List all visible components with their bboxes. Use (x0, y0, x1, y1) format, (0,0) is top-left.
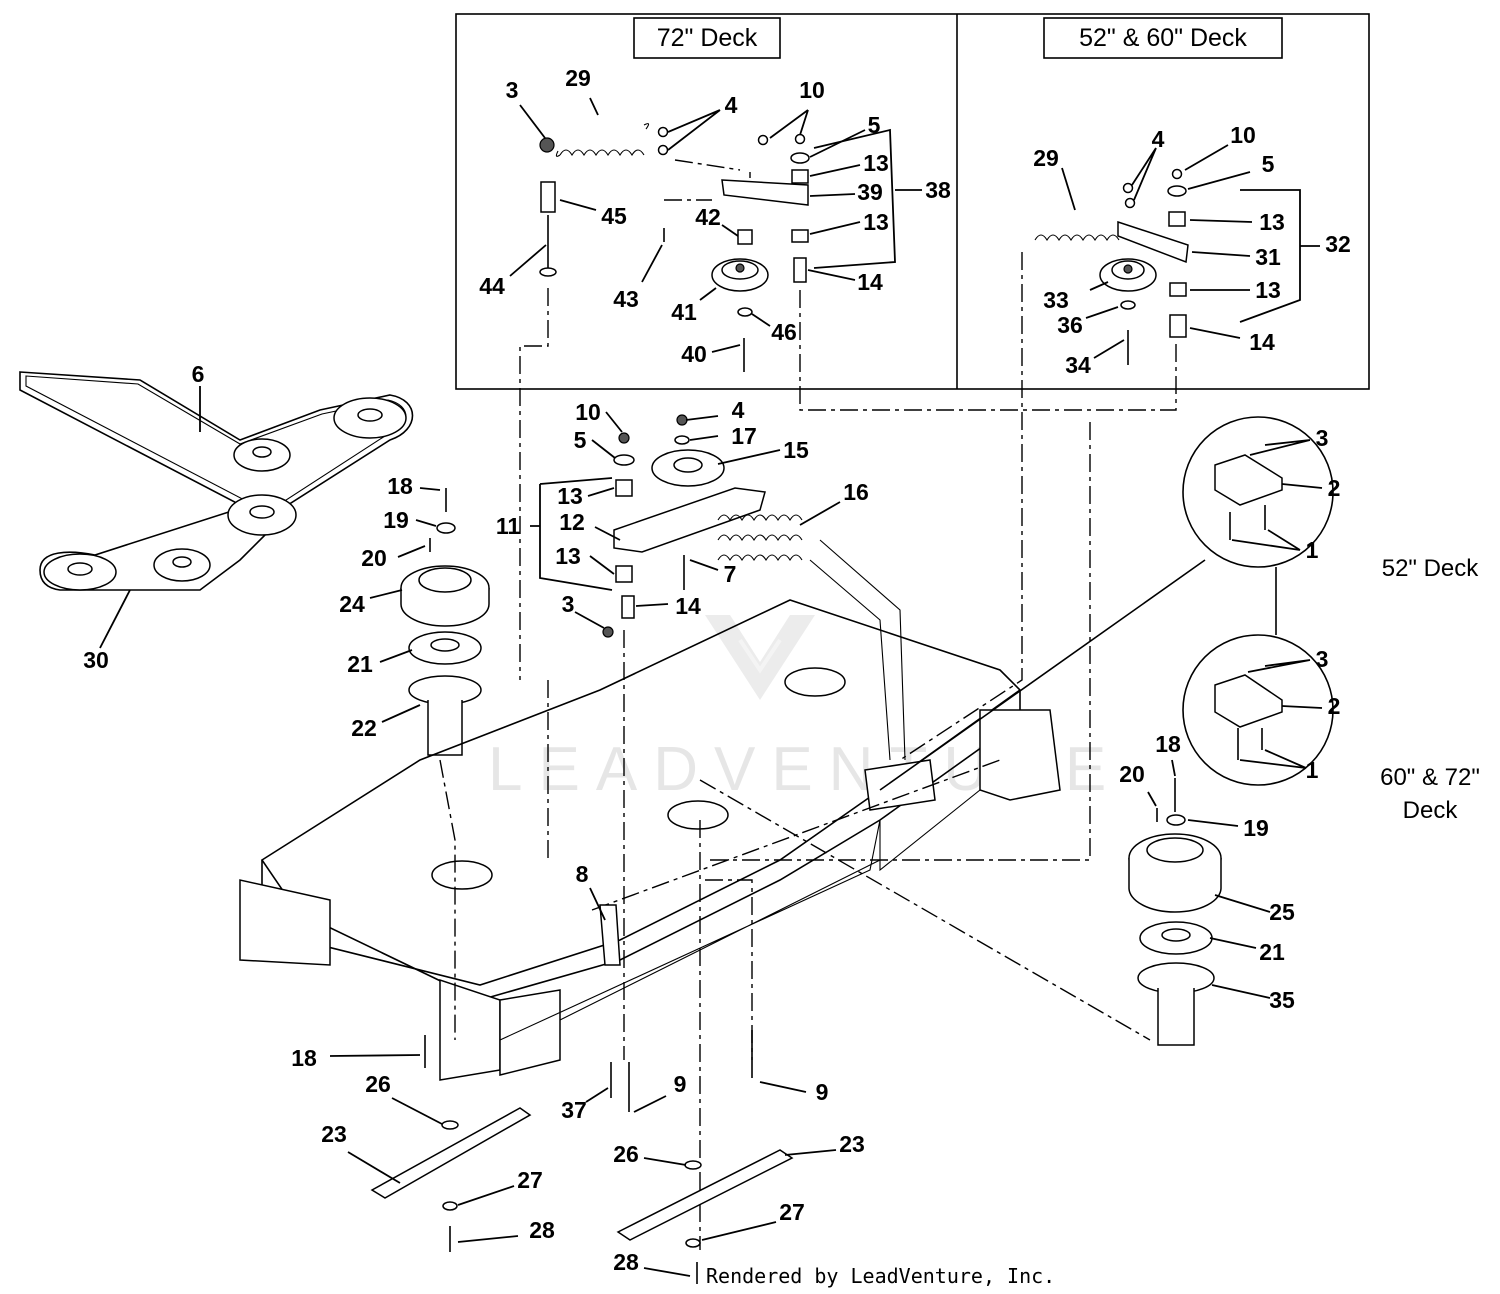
callout-31: 31 (1255, 244, 1281, 270)
callout-45: 45 (601, 203, 627, 229)
callout-18: 18 (291, 1045, 317, 1071)
callout-26: 26 (365, 1071, 391, 1097)
callout-13: 13 (863, 150, 889, 176)
callout-10: 10 (575, 399, 601, 425)
callout-1: 1 (1306, 757, 1319, 783)
callout-18: 18 (1155, 731, 1181, 757)
callout-32: 32 (1325, 231, 1351, 257)
right-spindle-stack (1128, 778, 1222, 1046)
callout-28: 28 (529, 1217, 555, 1243)
callout-5: 5 (868, 112, 881, 138)
callout-10: 10 (1230, 122, 1256, 148)
callout-24: 24 (339, 591, 365, 617)
callout-3: 3 (506, 77, 519, 103)
callout-27: 27 (779, 1199, 805, 1225)
blades-and-hardware (370, 1030, 794, 1284)
callout-36: 36 (1057, 312, 1083, 338)
callout-23: 23 (321, 1121, 347, 1147)
callout-18: 18 (387, 473, 413, 499)
inset-a-caption: 52" Deck (1382, 555, 1480, 582)
callout-21: 21 (347, 651, 373, 677)
callout-9: 9 (816, 1079, 829, 1105)
deck72-idler-assembly (519, 123, 1177, 680)
callout-3: 3 (562, 591, 575, 617)
callout-15: 15 (783, 437, 809, 463)
render-credit: Rendered by LeadVenture, Inc. (706, 1264, 1055, 1288)
callout-4: 4 (725, 92, 738, 118)
callout-6: 6 (192, 361, 205, 387)
callout-33: 33 (1043, 287, 1069, 313)
callout-38: 38 (925, 177, 951, 203)
callout-17: 17 (731, 423, 757, 449)
callout-29: 29 (565, 65, 591, 91)
callout-3: 3 (1316, 425, 1329, 451)
callout-5: 5 (1262, 151, 1275, 177)
callout-14: 14 (675, 593, 701, 619)
callout-19: 19 (383, 507, 409, 533)
deck52-60-idler-assembly (899, 168, 1189, 761)
callout-13: 13 (557, 483, 583, 509)
callout-labels: 3 29 4 10 5 13 39 38 45 42 13 44 43 14 4… (83, 65, 1351, 1275)
callout-43: 43 (613, 286, 639, 312)
callout-22: 22 (351, 715, 377, 741)
callout-34: 34 (1065, 352, 1091, 378)
callout-20: 20 (1119, 761, 1145, 787)
callout-14: 14 (857, 269, 883, 295)
panel-title-52-60-deck: 52" & 60" Deck (1079, 24, 1247, 52)
callout-25: 25 (1269, 899, 1295, 925)
callout-39: 39 (857, 179, 883, 205)
callout-1: 1 (1306, 537, 1319, 563)
callout-29: 29 (1033, 145, 1059, 171)
bracket-insets (879, 416, 1334, 791)
inset-b-caption-line1: 60" & 72" (1380, 764, 1480, 791)
callout-40: 40 (681, 341, 707, 367)
callout-41: 41 (671, 299, 697, 325)
callout-10: 10 (799, 77, 825, 103)
detail-panels: 72" Deck 52" & 60" Deck (455, 13, 1370, 761)
callout-27: 27 (517, 1167, 543, 1193)
callout-2: 2 (1328, 693, 1341, 719)
callout-9: 9 (674, 1071, 687, 1097)
panel-title-72-deck: 72" Deck (657, 24, 758, 52)
callout-37: 37 (561, 1097, 587, 1123)
callout-11: 11 (496, 513, 521, 539)
callout-12: 12 (559, 509, 585, 535)
callout-13: 13 (555, 543, 581, 569)
callout-8: 8 (576, 861, 589, 887)
callout-23: 23 (839, 1131, 865, 1157)
callout-13: 13 (1259, 209, 1285, 235)
inset-b-caption-line2: Deck (1403, 797, 1459, 824)
callout-19: 19 (1243, 815, 1269, 841)
callout-16: 16 (843, 479, 869, 505)
callout-28: 28 (613, 1249, 639, 1275)
callout-2: 2 (1328, 475, 1341, 501)
callout-3: 3 (1316, 646, 1329, 672)
callout-30: 30 (83, 647, 109, 673)
deck-housing (239, 420, 1151, 1250)
callout-35: 35 (1269, 987, 1295, 1013)
callout-20: 20 (361, 545, 387, 571)
callout-4: 4 (1152, 126, 1165, 152)
center-idler-assembly (602, 414, 906, 761)
callout-4: 4 (732, 397, 745, 423)
callout-13: 13 (1255, 277, 1281, 303)
drive-belts (19, 371, 414, 591)
callout-leader-lines (99, 97, 1323, 1277)
left-spindle-stack (400, 488, 490, 756)
callout-5: 5 (574, 427, 587, 453)
callout-7: 7 (724, 561, 737, 587)
callout-26: 26 (613, 1141, 639, 1167)
callout-13: 13 (863, 209, 889, 235)
callout-21: 21 (1259, 939, 1285, 965)
callout-42: 42 (695, 204, 721, 230)
callout-44: 44 (479, 273, 505, 299)
callout-46: 46 (771, 319, 797, 345)
callout-14: 14 (1249, 329, 1275, 355)
